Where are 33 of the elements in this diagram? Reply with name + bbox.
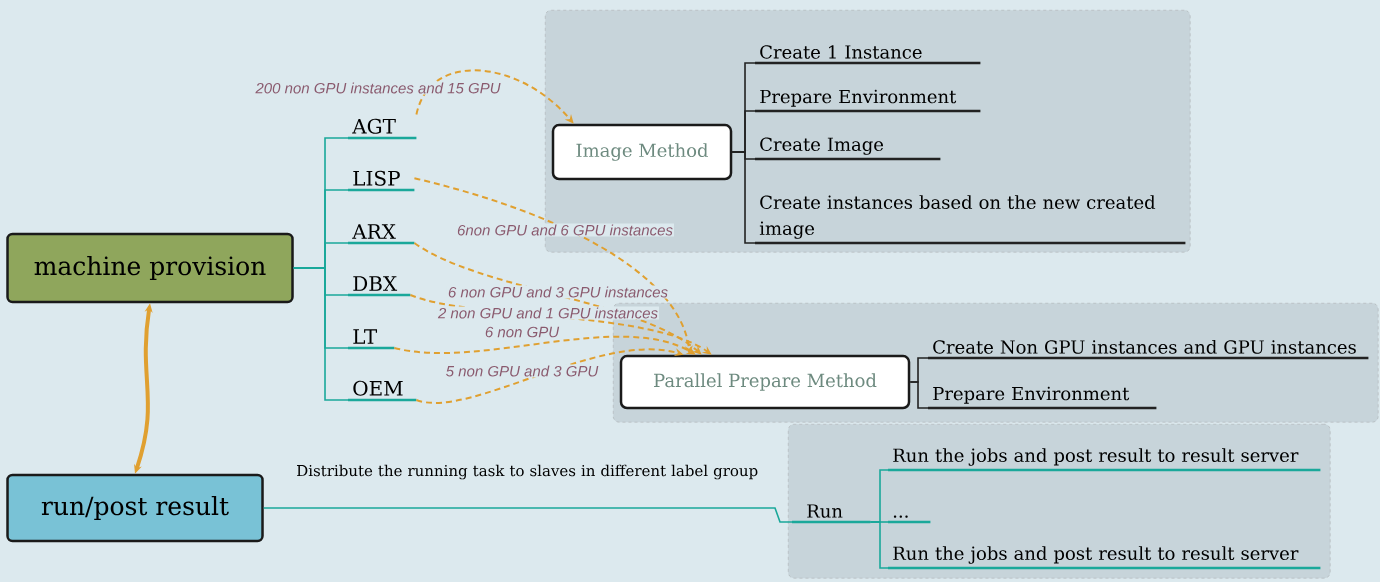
branch-line <box>731 151 756 244</box>
topic-box: run/post result <box>6 473 264 543</box>
underlined-topic: Prepare Environment <box>928 386 1157 410</box>
underlined-topic: Run the jobs and post result to result server <box>888 448 1321 472</box>
method-box: Image Method <box>551 123 733 181</box>
branch-line <box>292 267 349 401</box>
underlined-topic: ARX <box>348 224 415 245</box>
branch-line <box>262 507 793 523</box>
edge-label: 2 non GPU and 1 GPU instances <box>436 306 660 320</box>
edge-label: 6 non GPU and 3 GPU instances <box>446 285 670 299</box>
edge-label: 5 non GPU and 3 GPU <box>444 364 600 378</box>
underlined-topic: Run the jobs and post result to result server <box>888 546 1321 570</box>
edge-label: 6non GPU and 6 GPU instances <box>456 223 674 237</box>
branch-line <box>869 521 889 569</box>
underlined-topic: Create Non GPU instances and GPU instances <box>928 339 1369 360</box>
underlined-topic: Prepare Environment <box>755 89 981 113</box>
underlined-topic: AGT <box>348 118 417 140</box>
method-box: Parallel Prepare Method <box>619 354 911 410</box>
underlined-topic: Run <box>792 504 871 524</box>
edge-label: Distribute the running task to slaves in different label group <box>297 464 758 480</box>
underlined-topic: LISP <box>348 170 415 192</box>
underlined-topic: Create instances based on the new created image <box>755 195 1186 245</box>
branch-line <box>909 381 929 409</box>
underlined-topic: ... <box>888 515 931 524</box>
underlined-topic: Create Image <box>755 137 941 161</box>
underlined-topic: DBX <box>348 276 411 297</box>
edge-label: 200 non GPU instances and 15 GPU <box>254 81 502 95</box>
underlined-topic: Create 1 Instance <box>755 45 981 65</box>
underlined-topic: LT <box>348 329 395 350</box>
relation-arrow <box>415 69 574 124</box>
underlined-topic: OEM <box>348 380 417 402</box>
group-frame <box>788 424 1331 579</box>
topic-box: machine provision <box>6 232 294 304</box>
